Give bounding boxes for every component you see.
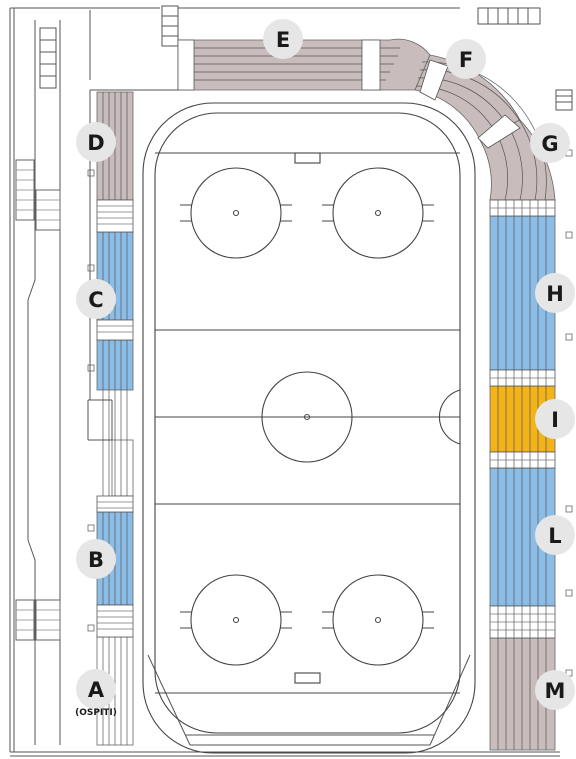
top-aisles: [177, 39, 381, 91]
sector-d-label: D: [87, 131, 104, 155]
left-aisles: [96, 199, 134, 638]
sector-c-badge[interactable]: C: [76, 279, 116, 319]
sector-m-label: M: [545, 679, 566, 703]
right-aisle-steps: [490, 207, 555, 631]
sector-d-badge[interactable]: D: [76, 122, 116, 162]
sector-g-badge[interactable]: G: [530, 123, 570, 163]
left-aisle-steps: [97, 205, 133, 630]
sector-l-badge[interactable]: L: [535, 515, 575, 555]
sector-f-badge[interactable]: F: [446, 39, 486, 79]
ice-rink: [142, 102, 476, 754]
left-stair-treads: [16, 169, 60, 631]
sector-a-badge[interactable]: A (OSPITI): [75, 669, 117, 718]
sector-b-label: B: [88, 548, 104, 572]
sector-m-badge[interactable]: M: [535, 670, 575, 710]
sector-c-label: C: [88, 288, 103, 312]
sector-a-label: A: [88, 678, 105, 702]
sector-e-label: E: [276, 28, 290, 52]
sector-a-note: (OSPITI): [75, 708, 117, 718]
sector-g-label: G: [541, 132, 558, 156]
corner-aisles: [419, 59, 521, 149]
sector-i-label: I: [551, 408, 559, 432]
faceoff-hash-marks: [180, 204, 434, 629]
sector-e-badge[interactable]: E: [263, 19, 303, 59]
sector-b-badge[interactable]: B: [76, 539, 116, 579]
sector-i-badge[interactable]: I: [535, 399, 575, 439]
sector-h-label: H: [546, 282, 564, 306]
left-stairs: [15, 159, 61, 641]
sector-h-badge[interactable]: H: [535, 273, 575, 313]
sector-l-label: L: [548, 524, 561, 548]
building-outline: [9, 5, 573, 757]
sector-e-stand[interactable]: [177, 38, 431, 91]
sector-f-label: F: [459, 48, 473, 72]
